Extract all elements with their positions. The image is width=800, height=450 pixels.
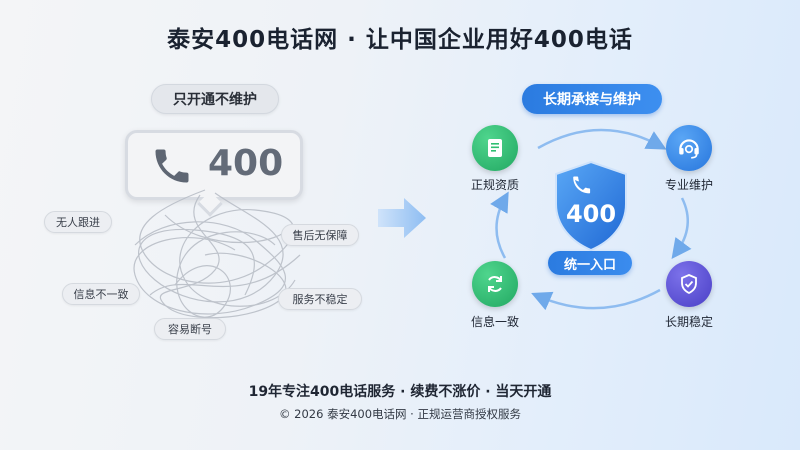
footer-tagline: 19年专注400电话服务 · 续费不涨价 · 当天开通 xyxy=(248,384,552,400)
left-pill-label: 只开通不维护 xyxy=(151,84,279,114)
headset-icon xyxy=(679,139,699,159)
node-long-term-label: 长期稳定 xyxy=(664,315,713,329)
tag-easy-disconnect: 容易断号 xyxy=(154,318,226,340)
tag-info-inconsistent: 信息不一致 xyxy=(62,283,140,305)
tag-no-aftersales: 售后无保障 xyxy=(281,224,359,246)
tangled-wire xyxy=(133,189,301,319)
document-icon xyxy=(488,139,502,157)
node-certified xyxy=(472,125,518,171)
cycle-arrows xyxy=(490,128,692,311)
right-pill-label: 长期承接与维护 xyxy=(522,84,662,114)
shield-number: 400 xyxy=(565,200,617,228)
node-info-consistent xyxy=(472,261,518,307)
node-pro-maintenance xyxy=(666,125,712,171)
node-certified-label: 正规资质 xyxy=(470,178,519,192)
shield-check-icon xyxy=(681,274,697,295)
phone-icon xyxy=(155,149,189,183)
tag-unstable-service: 服务不稳定 xyxy=(278,288,362,310)
page-title: 泰安400电话网 · 让中国企业用好400电话 xyxy=(167,27,633,53)
arrow-right-icon xyxy=(378,198,426,238)
tag-no-followup: 无人跟进 xyxy=(44,211,112,233)
unified-entry-badge: 统一入口 xyxy=(548,251,632,275)
node-pro-maintenance-label: 专业维护 xyxy=(664,178,713,192)
bubble-number: 400 xyxy=(208,143,284,184)
node-info-consistent-label: 信息一致 xyxy=(470,315,519,329)
footer-copyright: © 2026 泰安400电话网 · 正规运营商授权服务 xyxy=(279,407,521,421)
node-long-term xyxy=(666,261,712,307)
shield-icon xyxy=(555,160,627,252)
refresh-icon xyxy=(488,276,502,292)
